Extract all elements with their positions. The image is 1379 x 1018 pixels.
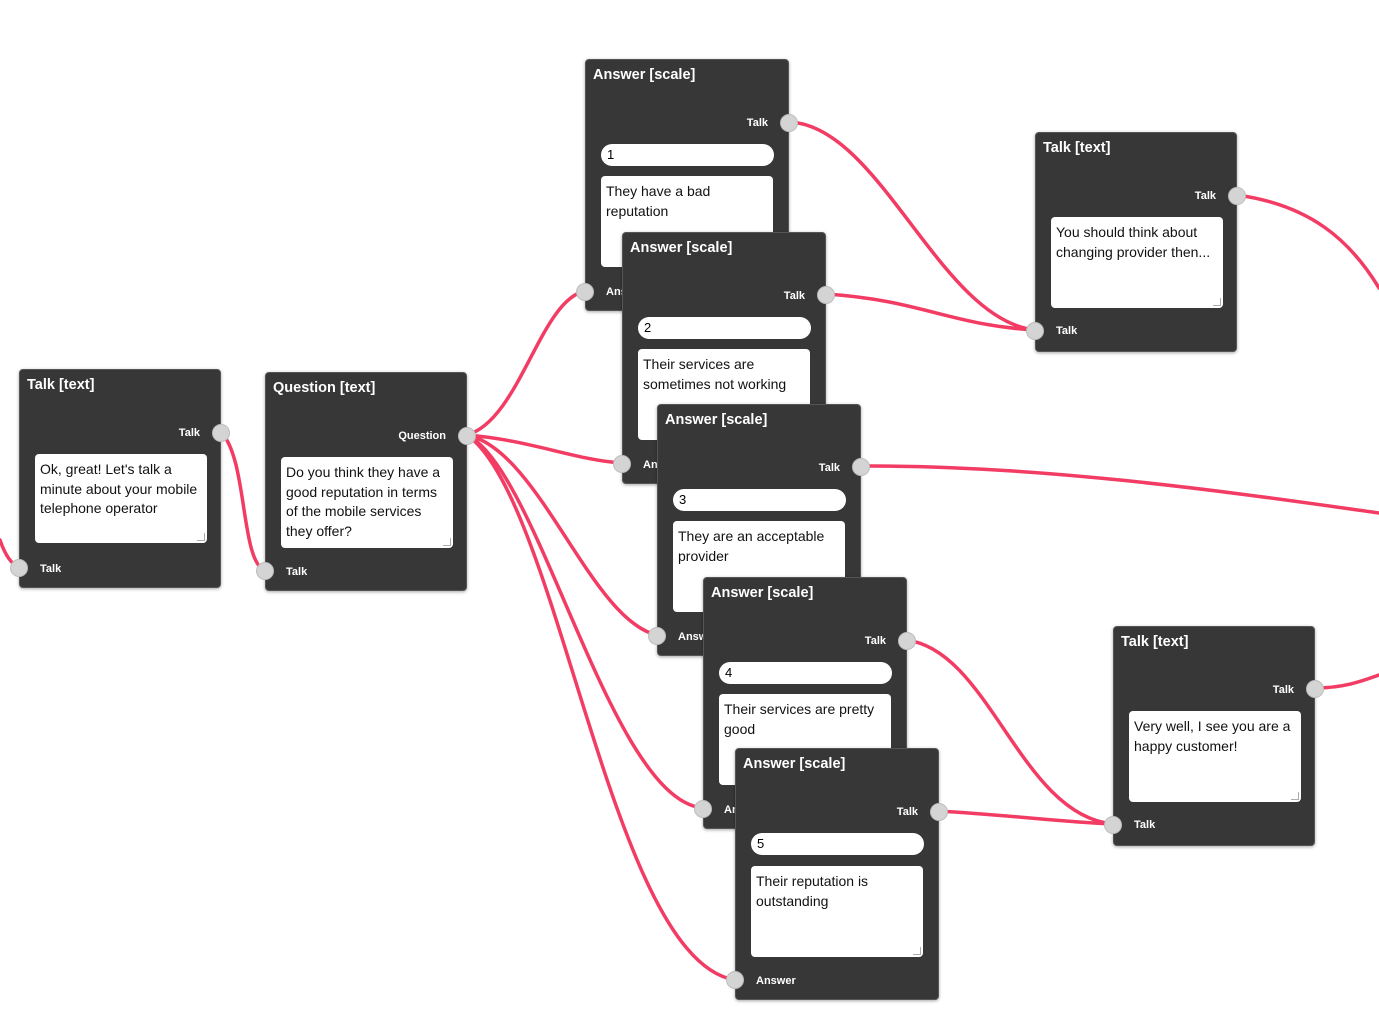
talk-input-port[interactable]	[10, 559, 28, 577]
wire-answer3-offscreen	[859, 464, 1379, 515]
resize-grip-icon[interactable]	[1213, 298, 1221, 306]
wire-talk-change-offscreen	[1235, 193, 1379, 290]
resize-grip-icon[interactable]	[913, 947, 921, 955]
talk-input-label: Talk	[40, 563, 62, 575]
talk-output-port[interactable]	[212, 424, 230, 442]
answer-input-label: An	[643, 459, 658, 471]
answer-input-label: Answer	[756, 975, 796, 987]
answer-text: They have a bad reputation	[606, 183, 711, 219]
wire-answer5-to-talk-happy	[936, 809, 1115, 826]
resize-grip-icon[interactable]	[443, 538, 451, 546]
talk-text-area[interactable]: Ok, great! Let's talk a minute about you…	[35, 454, 207, 543]
talk-output-label: Talk	[178, 427, 200, 439]
talk-output-label: Talk	[864, 635, 886, 647]
talk-text: Very well, I see you are a happy custome…	[1134, 718, 1291, 754]
answer-node-5[interactable]: Answer [scale] Talk 5 Their reputation i…	[726, 748, 948, 1000]
node-title: Talk [text]	[27, 377, 95, 393]
talk-node-1[interactable]: Talk [text] Talk Ok, great! Let's talk a…	[10, 369, 230, 588]
answer-input-port[interactable]	[726, 971, 744, 989]
wire-question-to-answer5	[465, 433, 737, 982]
question-output-port[interactable]	[458, 427, 476, 445]
talk-output-label: Talk	[1272, 684, 1294, 696]
talk-node-happy-customer[interactable]: Talk [text] Talk Very well, I see you ar…	[1104, 626, 1324, 846]
wire-answer2-to-talk-change	[824, 292, 1037, 332]
wire-question-to-answer4	[465, 433, 705, 810]
answer-input-label: Ans	[606, 286, 627, 298]
talk-input-port[interactable]	[1026, 322, 1044, 340]
wire-answer4-to-talk-happy	[904, 638, 1115, 826]
scale-value-input[interactable]: 4	[719, 662, 892, 684]
scale-value-input[interactable]: 3	[673, 489, 846, 511]
talk-input-label: Talk	[286, 566, 308, 578]
talk-input-label: Talk	[1056, 325, 1078, 337]
talk-text: Ok, great! Let's talk a minute about you…	[40, 461, 198, 516]
answer-text-area[interactable]: Their reputation is outstanding	[751, 866, 923, 957]
node-title: Question [text]	[273, 380, 376, 396]
answer-text: Their services are pretty good	[724, 701, 875, 737]
scale-value-input[interactable]: 1	[601, 144, 774, 166]
wire-talk1-to-question	[219, 430, 267, 573]
talk-text: You should think about changing provider…	[1056, 224, 1211, 260]
answer-text: Their reputation is outstanding	[756, 873, 869, 909]
node-title: Answer [scale]	[711, 585, 814, 601]
wire-question-to-answer1	[465, 289, 587, 437]
talk-output-port[interactable]	[852, 458, 870, 476]
wire-answer1-to-talk-change	[787, 120, 1037, 332]
talk-output-port[interactable]	[1306, 680, 1324, 698]
question-text-area[interactable]: Do you think they have a good reputation…	[281, 457, 453, 548]
talk-output-label: Talk	[783, 290, 805, 302]
node-title: Answer [scale]	[665, 412, 768, 428]
scale-value-input[interactable]: 2	[638, 317, 811, 339]
talk-output-label: Talk	[1194, 190, 1216, 202]
talk-output-port[interactable]	[930, 803, 948, 821]
talk-input-port[interactable]	[256, 562, 274, 580]
node-title: Answer [scale]	[593, 67, 696, 83]
talk-input-port[interactable]	[1104, 816, 1122, 834]
node-title: Answer [scale]	[630, 240, 733, 256]
answer-input-port[interactable]	[648, 627, 666, 645]
question-text: Do you think they have a good reputation…	[286, 464, 441, 539]
answer-input-port[interactable]	[694, 800, 712, 818]
answer-input-port[interactable]	[613, 455, 631, 473]
talk-text-area[interactable]: Very well, I see you are a happy custome…	[1129, 711, 1301, 802]
wire-question-to-answer3	[465, 433, 659, 637]
answer-input-port[interactable]	[576, 283, 594, 301]
talk-output-port[interactable]	[817, 286, 835, 304]
talk-output-port[interactable]	[1228, 187, 1246, 205]
question-node[interactable]: Question [text] Question Do you think th…	[256, 372, 476, 591]
wire-talk-happy-offscreen	[1313, 673, 1379, 690]
answer-text: They are an acceptable provider	[678, 528, 825, 564]
node-title: Talk [text]	[1121, 634, 1189, 650]
wire-question-to-answer2	[465, 433, 624, 465]
talk-output-port[interactable]	[780, 114, 798, 132]
talk-output-label: Talk	[818, 462, 840, 474]
scale-value-input[interactable]: 5	[751, 833, 924, 855]
talk-node-change-provider[interactable]: Talk [text] Talk You should think about …	[1026, 132, 1246, 352]
talk-text-area[interactable]: You should think about changing provider…	[1051, 217, 1223, 308]
question-output-label: Question	[398, 430, 446, 442]
resize-grip-icon[interactable]	[197, 533, 205, 541]
answer-text: Their services are sometimes not working	[643, 356, 787, 392]
talk-input-label: Talk	[1134, 819, 1156, 831]
talk-output-port[interactable]	[898, 632, 916, 650]
resize-grip-icon[interactable]	[1291, 792, 1299, 800]
talk-output-label: Talk	[746, 117, 768, 129]
node-title: Talk [text]	[1043, 140, 1111, 156]
talk-output-label: Talk	[896, 806, 918, 818]
node-title: Answer [scale]	[743, 756, 846, 772]
answer-input-label: Answ	[678, 631, 708, 643]
